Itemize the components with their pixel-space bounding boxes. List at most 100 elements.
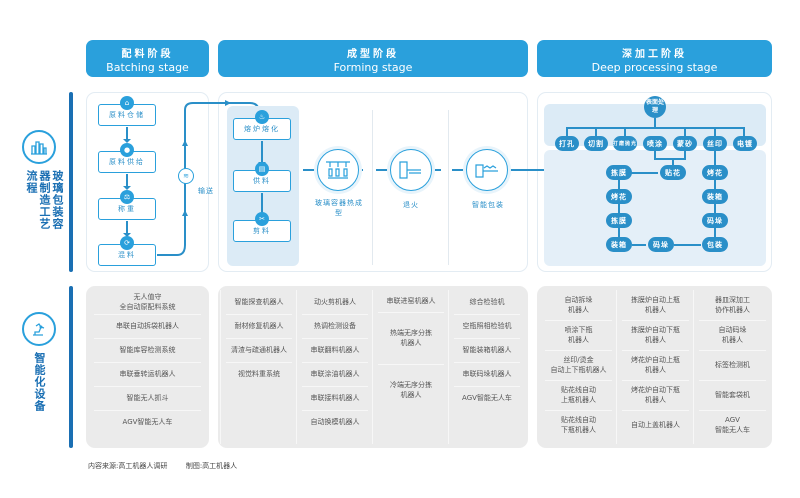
- row-divider: [545, 350, 612, 351]
- equipment-item: 贴花线自动 上瓶机器人: [561, 386, 596, 404]
- scale-icon: ⚖: [120, 190, 134, 204]
- flow-arrow: [123, 221, 131, 237]
- equipment-item: 综合检验机: [469, 298, 505, 306]
- tree-line: [714, 180, 716, 189]
- stage-title-en: Batching stage: [106, 61, 189, 74]
- row-divider: [699, 380, 766, 381]
- stage-header-batching: 配料阶段 Batching stage: [86, 40, 209, 77]
- tree-line: [595, 127, 597, 136]
- equipment-item: 丝印/烫金 自动上下瓶机器人: [550, 356, 607, 374]
- tree-line: [654, 158, 686, 160]
- tree-line: [618, 204, 620, 213]
- row-divider: [545, 380, 612, 381]
- column-divider: [220, 290, 221, 444]
- equipment-item: 串联进窑机器人: [386, 297, 436, 305]
- stage-title-en: Deep processing stage: [591, 61, 718, 74]
- stage-title-cn: 配料阶段: [121, 49, 174, 60]
- tree-line: [566, 127, 568, 136]
- row-divider: [94, 410, 201, 411]
- flow-arrow: [123, 174, 131, 190]
- step-label: 剪料: [253, 227, 271, 235]
- equipment-item: 贴花线自动 下瓶机器人: [561, 416, 596, 434]
- row-divider: [378, 364, 444, 365]
- row-divider: [226, 362, 292, 363]
- annealing-oven-icon: [390, 149, 432, 191]
- equipment-item: 清渣与疏通机器人: [231, 346, 287, 354]
- forming-step-label: 退火: [403, 201, 419, 209]
- equipment-item: 串联接料机器人: [310, 394, 360, 402]
- chain-node: 拣膜: [606, 165, 632, 180]
- equipment-side-bar: [69, 286, 73, 448]
- tree-line: [684, 151, 686, 159]
- branch-node: 打磨抛光: [613, 136, 637, 151]
- branch-node: 打孔: [555, 136, 579, 151]
- column-divider: [693, 290, 694, 444]
- process-side-label: 玻璃包装容器制造工艺流程: [25, 170, 64, 230]
- forming-step: 剪料: [233, 220, 291, 242]
- stage-header-forming: 成型阶段 Forming stage: [218, 40, 528, 77]
- row-divider: [699, 350, 766, 351]
- equipment-item: 串联码垛机器人: [462, 370, 512, 378]
- row-divider: [454, 314, 520, 315]
- row-divider: [454, 362, 520, 363]
- equipment-item: 无人值守 全自动原配料系统: [119, 293, 176, 311]
- forming-equipment-panel: [218, 286, 528, 448]
- equipment-item: 串联自动拆袋机器人: [116, 322, 179, 330]
- branch-node: 电镀: [733, 136, 757, 151]
- forming-step-label: 智能包装: [472, 201, 504, 209]
- chain-node: 包装: [702, 237, 728, 252]
- forming-step-label: 玻璃容器热成型: [315, 199, 363, 217]
- equipment-item: 自动码垛 机器人: [718, 326, 747, 344]
- chain-node: 装箱: [606, 237, 632, 252]
- row-divider: [94, 338, 201, 339]
- row-divider: [545, 410, 612, 411]
- row-divider: [302, 410, 368, 411]
- branch-node: 喷涂: [643, 136, 667, 151]
- shear-icon: ✂: [255, 212, 269, 226]
- column-divider: [616, 290, 617, 444]
- equipment-item: 智能库容检测系统: [119, 346, 176, 354]
- equipment-item: 自动拆垛 机器人: [564, 296, 593, 314]
- deep-equipment-panel: [537, 286, 772, 448]
- feeder-icon: ▤: [255, 162, 269, 176]
- row-divider: [302, 362, 368, 363]
- equipment-item: AGV智能无人车: [122, 418, 173, 426]
- equipment-item: 智能套袋机: [715, 391, 750, 399]
- tree-line: [618, 228, 620, 237]
- branch-node: 蒙砂: [673, 136, 697, 151]
- flow-arrow: [258, 141, 266, 166]
- equipment-item: 烤花炉自动下瓶 机器人: [631, 386, 680, 404]
- chain-node: 装箱: [702, 189, 728, 204]
- step-label: 混料: [118, 251, 136, 259]
- tree-line: [714, 204, 716, 213]
- tree-line: [672, 158, 674, 165]
- equipment-item: 视觉料重系统: [238, 370, 280, 378]
- row-divider: [699, 410, 766, 411]
- equipment-item: 自动上盖机器人: [631, 421, 680, 429]
- batching-equipment-panel: [86, 286, 209, 448]
- row-divider: [94, 314, 201, 315]
- stage-header-deep: 深加工阶段 Deep processing stage: [537, 40, 772, 77]
- tree-line: [624, 127, 626, 136]
- row-divider: [622, 320, 689, 321]
- equipment-item: 智能无人抓斗: [126, 394, 169, 402]
- tree-line: [714, 151, 716, 165]
- factory-icon: [22, 130, 56, 164]
- chain-node: 烤花: [702, 165, 728, 180]
- mix-icon: ⟳: [120, 236, 134, 250]
- packaging-icon: [466, 149, 508, 191]
- tree-line: [654, 151, 656, 159]
- equipment-item: 耐材修复机器人: [234, 322, 284, 330]
- chain-node: 码垛: [702, 213, 728, 228]
- equipment-item: 器皿深加工 协作机器人: [715, 296, 750, 314]
- tree-line: [743, 127, 745, 136]
- tree-line: [684, 127, 686, 136]
- row-divider: [302, 386, 368, 387]
- conveyor-path: [157, 100, 260, 256]
- equipment-side-label: 智能化设备: [33, 352, 46, 412]
- stage-title-cn: 成型阶段: [347, 49, 399, 60]
- row-divider: [302, 314, 368, 315]
- row-divider: [94, 386, 201, 387]
- equipment-item: 喷涂下瓶 机器人: [564, 326, 593, 344]
- stage-title-cn: 深加工阶段: [622, 49, 687, 60]
